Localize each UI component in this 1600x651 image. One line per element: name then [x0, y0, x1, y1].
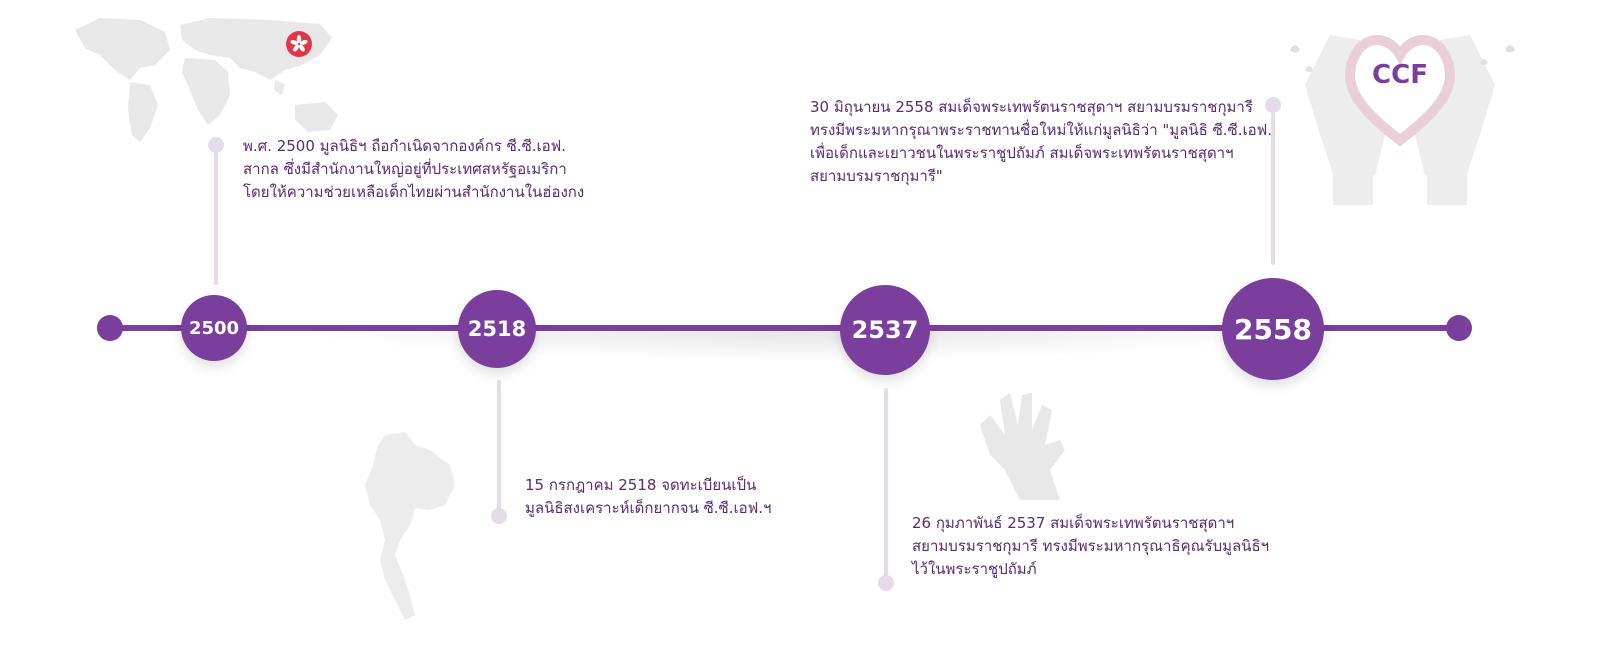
- timeline-axis: [110, 325, 1460, 331]
- text-line: มูลนิธิสงเคราะห์เด็กยากจน ซี.ซี.เอฟ.ฯ: [525, 499, 772, 517]
- text-line: 30 มิถุนายน 2558 สมเด็จพระเทพรัตนราชสุดา…: [810, 98, 1253, 116]
- world-map-icon: [75, 18, 338, 142]
- stem-dot-2537: [878, 575, 894, 591]
- milestone-text-2500: พ.ศ. 2500 มูลนิธิฯ ถือกำเนิดจากองค์กร ซี…: [243, 135, 584, 204]
- stem-2558: [1271, 105, 1275, 265]
- milestone-year: 2537: [851, 316, 919, 344]
- milestone-2537[interactable]: 2537: [840, 285, 930, 375]
- text-line: ทรงมีพระมหากรุณาพระราชทานชื่อใหม่ให้แก่ม…: [810, 121, 1272, 139]
- text-line: พ.ศ. 2500 มูลนิธิฯ ถือกำเนิดจากองค์กร ซี…: [243, 137, 567, 155]
- milestone-year: 2518: [467, 317, 527, 341]
- milestone-year: 2500: [188, 317, 240, 339]
- text-line: 26 กุมภาพันธ์ 2537 สมเด็จพระเทพรัตนราชสุ…: [912, 514, 1235, 532]
- text-line: สากล ซึ่งมีสำนักงานใหญ่อยู่ที่ประเทศสหรั…: [243, 160, 567, 178]
- stem-2537: [884, 388, 888, 578]
- axis-shadow: [300, 331, 1300, 361]
- stem-dot-2518: [491, 508, 507, 524]
- text-line: ไว้ในพระราชูปถัมภ์: [912, 560, 1037, 578]
- text-line: สยามบรมราชกุมารี ทรงมีพระมหากรุณาธิคุณรั…: [912, 537, 1270, 555]
- timeline-end-dot: [1446, 315, 1472, 341]
- helping-hand-icon: [980, 393, 1065, 500]
- milestone-2500[interactable]: 2500: [181, 295, 247, 361]
- heart-hands-icon: [1290, 35, 1515, 205]
- milestone-2518[interactable]: 2518: [458, 290, 536, 368]
- milestone-text-2518: 15 กรกฎาคม 2518 จดทะเบียนเป็น มูลนิธิสงเ…: [525, 474, 771, 520]
- text-line: สยามบรมราชกุมารี": [810, 167, 943, 185]
- text-line: เพื่อเด็กและเยาวชนในพระราชูปถัมภ์ สมเด็จ…: [810, 144, 1234, 162]
- milestone-text-2558: 30 มิถุนายน 2558 สมเด็จพระเทพรัตนราชสุดา…: [810, 96, 1272, 188]
- thailand-map-icon: [365, 432, 455, 620]
- stem-2500: [214, 145, 218, 285]
- milestone-text-2537: 26 กุมภาพันธ์ 2537 สมเด็จพระเทพรัตนราชสุ…: [912, 512, 1269, 581]
- milestone-year: 2558: [1234, 312, 1312, 346]
- text-line: 15 กรกฎาคม 2518 จดทะเบียนเป็น: [525, 476, 757, 494]
- timeline-start-dot: [97, 315, 123, 341]
- hong-kong-flag-icon: [286, 31, 312, 57]
- ccf-logo: CCF: [1275, 15, 1525, 210]
- stem-2518: [497, 380, 501, 510]
- milestone-2558[interactable]: 2558: [1222, 278, 1324, 380]
- text-line: โดยให้ความช่วยเหลือเด็กไทยผ่านสำนักงานใน…: [243, 183, 585, 201]
- logo-text: CCF: [1372, 60, 1428, 90]
